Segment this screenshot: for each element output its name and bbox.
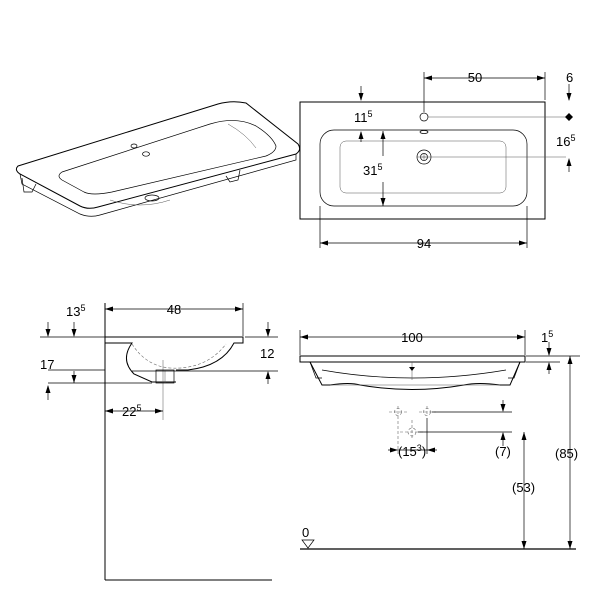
overflow-hole-icon — [142, 151, 150, 157]
tap-hole-icon — [419, 112, 429, 122]
dim-front-width: 100 — [401, 330, 423, 345]
basin-front-skirt — [19, 154, 297, 217]
basin-underside — [109, 199, 171, 206]
dim-front-edge: 115 — [354, 109, 373, 125]
basin-left-foot — [21, 177, 37, 193]
basin-bowl-shade — [227, 123, 257, 149]
basin-outer-rim — [15, 101, 301, 209]
basin-inner-bowl — [58, 120, 277, 195]
dim-bowl-width: 94 — [417, 236, 431, 251]
front-view: 100 15 (85) — [299, 329, 580, 550]
front-left-foot — [309, 361, 322, 379]
dim-bowl-depth: 315 — [363, 162, 382, 178]
side-basin-profile — [105, 336, 244, 371]
dim-front-drain-spacing: (153) — [398, 443, 426, 459]
top-view-bowl-inner — [339, 140, 507, 194]
dim-front-rim: 15 — [541, 329, 553, 345]
side-basin-bowl — [131, 343, 227, 369]
front-basin-bowl — [321, 369, 507, 379]
datum-diamond-icon — [565, 113, 573, 121]
dim-side-depth: 48 — [167, 302, 181, 317]
dim-side-height-left: 17 — [40, 357, 54, 372]
overflow-slot-icon — [419, 130, 429, 134]
front-right-foot — [508, 361, 521, 379]
top-view-outline — [299, 101, 546, 220]
waste-center-icon — [407, 427, 417, 437]
dim-right-edge: 165 — [556, 133, 575, 149]
dim-right-offset: 6 — [566, 70, 573, 85]
dim-hole-spacing: 50 — [468, 70, 482, 85]
front-drain-mark — [409, 367, 415, 371]
side-view: 48 135 17 12 225 — [40, 302, 278, 581]
dim-side-height-right: 12 — [260, 346, 274, 361]
dim-front-waste-offset: (7) — [495, 444, 511, 459]
side-basin-underside — [105, 342, 176, 383]
floor-datum-triangle — [301, 539, 315, 549]
tap-hole-icon — [130, 143, 138, 149]
waste-left-icon — [394, 408, 402, 416]
dim-side-drain: 225 — [122, 403, 141, 419]
dim-front-total-height: (85) — [555, 446, 578, 461]
front-basin-rim — [299, 355, 526, 363]
waste-right-icon — [423, 408, 431, 416]
basin-drain-outlet — [144, 194, 160, 202]
dim-front-waste-height: (53) — [512, 480, 535, 495]
dim-side-rim: 135 — [66, 303, 85, 319]
floor-datum-label: 0 — [302, 525, 309, 540]
top-view-bowl — [319, 129, 528, 207]
top-view: 50 6 165 115 315 94 — [299, 70, 575, 251]
front-basin-body — [309, 361, 521, 390]
basin-right-foot — [225, 169, 241, 183]
perspective-view — [15, 101, 301, 217]
